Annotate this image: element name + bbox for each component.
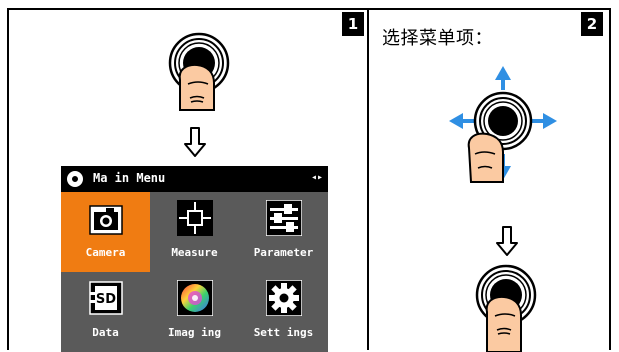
power-ring-icon bbox=[67, 171, 83, 187]
menu-label: Sett ings bbox=[253, 326, 314, 339]
finger-press-icon bbox=[485, 295, 522, 352]
left-arrow-icon bbox=[449, 113, 463, 129]
menu-label: Parameter bbox=[253, 246, 314, 259]
menu-item-settings[interactable]: Sett ings bbox=[239, 272, 328, 352]
menu-item-data[interactable]: SD Data bbox=[61, 272, 150, 352]
press-button-illustration bbox=[475, 264, 537, 352]
menu-label: Measure bbox=[171, 246, 218, 259]
screen-title: Ma in Menu bbox=[93, 171, 166, 185]
step-number-badge: 1 bbox=[342, 12, 364, 36]
left-right-arrow-icon: ◂▸ bbox=[310, 172, 323, 183]
menu-item-imaging[interactable]: Imag ing bbox=[150, 272, 239, 352]
camera-icon bbox=[89, 205, 123, 235]
sliders-icon bbox=[266, 200, 302, 236]
menu-item-camera[interactable]: Camera bbox=[61, 192, 150, 272]
gear-icon bbox=[266, 280, 302, 316]
step-number-badge: 2 bbox=[581, 12, 603, 36]
menu-label: Imag ing bbox=[168, 326, 221, 339]
finger-press-icon bbox=[178, 63, 215, 111]
menu-label: Data bbox=[92, 326, 119, 339]
crosshair-icon bbox=[177, 200, 213, 236]
color-wheel-icon bbox=[177, 280, 213, 316]
menu-item-parameter[interactable]: Parameter bbox=[239, 192, 328, 272]
press-button-illustration bbox=[168, 32, 230, 111]
menu-item-measure[interactable]: Measure bbox=[150, 192, 239, 272]
sd-card-icon: SD bbox=[89, 281, 123, 315]
finger-press-icon bbox=[467, 132, 504, 183]
right-arrow-icon bbox=[543, 113, 557, 129]
device-screen: Ma in Menu ◂▸ Camera Measure bbox=[61, 166, 328, 352]
step-2-panel: 2 选择菜单项： bbox=[369, 8, 611, 352]
step-1-panel: 1 Ma in Menu ◂▸ bbox=[7, 8, 369, 352]
svg-text:SD: SD bbox=[96, 292, 116, 307]
step-instruction: 选择菜单项： bbox=[382, 28, 493, 49]
menu-label: Camera bbox=[85, 246, 126, 259]
navigate-illustration bbox=[449, 66, 557, 183]
down-arrow-icon bbox=[496, 226, 518, 256]
screen-header: Ma in Menu ◂▸ bbox=[61, 166, 328, 192]
up-arrow-icon bbox=[495, 66, 511, 80]
down-arrow-icon bbox=[184, 127, 206, 157]
